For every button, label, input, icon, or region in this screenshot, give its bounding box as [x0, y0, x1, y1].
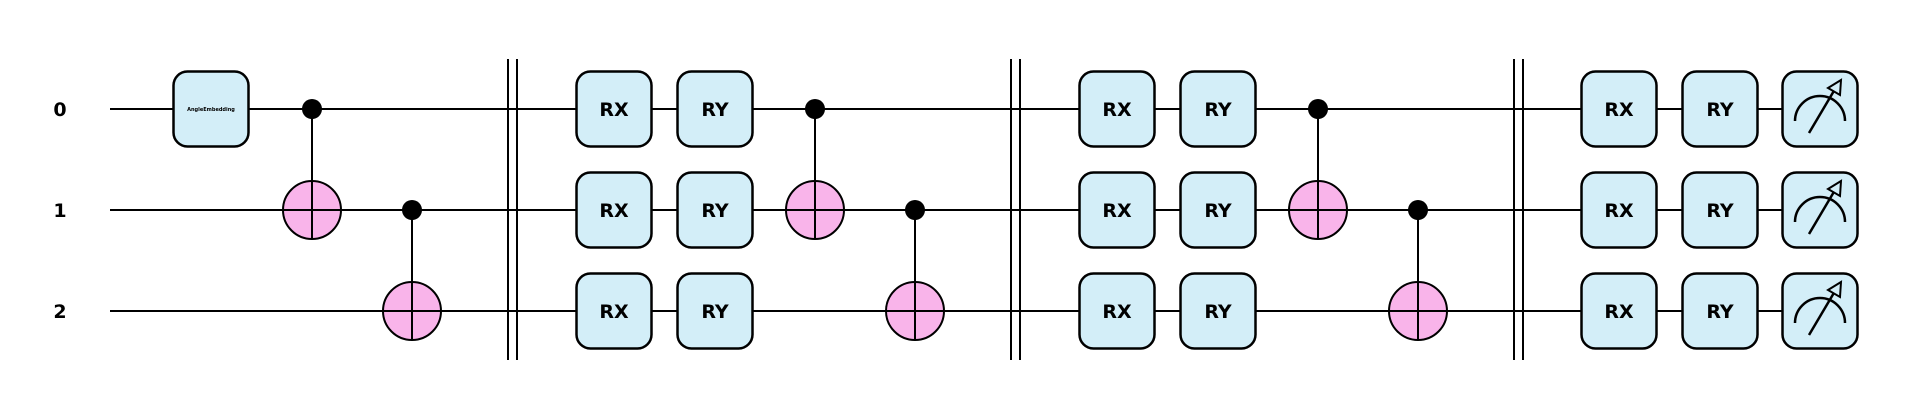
- layer-0-rx-gate-wire-2-box: [575, 272, 653, 350]
- layer-1-rx-gate-wire-0-box: [1078, 70, 1156, 148]
- layer-2-ry-gate-wire-0-box: [1681, 70, 1759, 148]
- layer-2-ry-gate-wire-2: RY: [1681, 272, 1759, 350]
- layer-2-rx-gate-wire-1-label: RX: [1604, 200, 1634, 222]
- layer-2-rx-gate-wire-2: RX: [1580, 272, 1658, 350]
- measure-meter-icon-wire-1: [1781, 171, 1859, 249]
- layer-0-ry-gate-wire-1-label: RY: [701, 200, 729, 222]
- layer-2-rx-gate-wire-0: RX: [1580, 70, 1658, 148]
- layer-1-rx-gate-wire-1-box: [1078, 171, 1156, 249]
- cnot-layer-1-1-target-icon: [1388, 281, 1448, 341]
- layer-1-ry-gate-wire-1: RY: [1179, 171, 1257, 249]
- measure-meter-icon-wire-2: [1781, 272, 1859, 350]
- measure-meter-icon-wire-2-arc: [1793, 296, 1847, 324]
- cnot-initial-0: [282, 99, 342, 240]
- layer-0-ry-gate-wire-0-label: RY: [701, 99, 729, 121]
- measure-meter-icon-wire-0-box: [1781, 70, 1859, 148]
- layer-1-ry-gate-wire-0-label: RY: [1204, 99, 1232, 121]
- cnot-layer-1-1-control-dot: [1408, 200, 1428, 220]
- layer-1-ry-gate-wire-2-label: RY: [1204, 301, 1232, 323]
- layer-0-ry-gate-wire-2-box: [676, 272, 754, 350]
- layer-0-rx-gate-wire-0-label: RX: [599, 99, 629, 121]
- measure-meter-icon-wire-0: [1781, 70, 1859, 148]
- layer-1-ry-gate-wire-2-box: [1179, 272, 1257, 350]
- measure-meter-icon-wire-0-arrowhead: [1826, 78, 1843, 97]
- wire-label-0: 0: [53, 99, 66, 121]
- layer-1-rx-gate-wire-2-box: [1078, 272, 1156, 350]
- layer-0-ry-gate-wire-0: RY: [676, 70, 754, 148]
- layer-1-ry-gate-wire-2: RY: [1179, 272, 1257, 350]
- layer-0-rx-gate-wire-2-label: RX: [599, 301, 629, 323]
- layer-1-rx-gate-wire-0-label: RX: [1102, 99, 1132, 121]
- measure-meter-icon-wire-1-arrowhead: [1826, 179, 1843, 198]
- layer-2-ry-gate-wire-1-label: RY: [1706, 200, 1734, 222]
- angle-embedding-gate: AngleEmbedding: [172, 70, 250, 148]
- layer-2-ry-gate-wire-0: RY: [1681, 70, 1759, 148]
- cnot-initial-0-target-icon: [282, 180, 342, 240]
- cnot-initial-0-control-dot: [302, 99, 322, 119]
- cnot-initial-1: [382, 200, 442, 341]
- layer-2-ry-gate-wire-1-box: [1681, 171, 1759, 249]
- layer-2-rx-gate-wire-2-box: [1580, 272, 1658, 350]
- layer-1-ry-gate-wire-1-label: RY: [1204, 200, 1232, 222]
- wire-label-2: 2: [53, 301, 66, 323]
- layer-2-ry-gate-wire-2-box: [1681, 272, 1759, 350]
- layer-2-ry-gate-wire-0-label: RY: [1706, 99, 1734, 121]
- layer-2-ry-gate-wire-1: RY: [1681, 171, 1759, 249]
- layer-1-rx-gate-wire-2-label: RX: [1102, 301, 1132, 323]
- cnot-layer-0-1: [885, 200, 945, 341]
- layer-0-rx-gate-wire-1: RX: [575, 171, 653, 249]
- layer-0-rx-gate-wire-1-box: [575, 171, 653, 249]
- layer-2-rx-gate-wire-1: RX: [1580, 171, 1658, 249]
- layer-2-rx-gate-wire-1-box: [1580, 171, 1658, 249]
- cnot-layer-0-0-control-dot: [805, 99, 825, 119]
- layer-1-ry-gate-wire-0-box: [1179, 70, 1257, 148]
- angle-embedding-gate-box: [172, 70, 250, 148]
- cnot-layer-1-0-control-dot: [1308, 99, 1328, 119]
- measure-meter-icon-wire-1-arc: [1793, 195, 1847, 223]
- cnot-layer-1-0: [1288, 99, 1348, 240]
- layer-1-ry-gate-wire-0: RY: [1179, 70, 1257, 148]
- layer-1-ry-gate-wire-1-box: [1179, 171, 1257, 249]
- cnot-layer-0-1-target-icon: [885, 281, 945, 341]
- cnot-initial-1-control-dot: [402, 200, 422, 220]
- layer-0-rx-gate-wire-0-box: [575, 70, 653, 148]
- cnot-layer-0-0: [785, 99, 845, 240]
- layer-1-rx-gate-wire-1: RX: [1078, 171, 1156, 249]
- cnot-initial-1-target-icon: [382, 281, 442, 341]
- layer-1-rx-gate-wire-1-label: RX: [1102, 200, 1132, 222]
- layer-0-ry-gate-wire-1: RY: [676, 171, 754, 249]
- layer-2-rx-gate-wire-0-label: RX: [1604, 99, 1634, 121]
- measure-meter-icon-wire-1-box: [1781, 171, 1859, 249]
- measure-meter-icon-wire-2-box: [1781, 272, 1859, 350]
- cnot-layer-1-0-target-icon: [1288, 180, 1348, 240]
- layer-0-rx-gate-wire-1-label: RX: [599, 200, 629, 222]
- layer-0-ry-gate-wire-1-box: [676, 171, 754, 249]
- layer-0-ry-gate-wire-2: RY: [676, 272, 754, 350]
- wire-label-1: 1: [53, 200, 66, 222]
- layer-1-rx-gate-wire-0: RX: [1078, 70, 1156, 148]
- layer-2-ry-gate-wire-2-label: RY: [1706, 301, 1734, 323]
- layer-1-rx-gate-wire-2: RX: [1078, 272, 1156, 350]
- layer-0-rx-gate-wire-2: RX: [575, 272, 653, 350]
- layer-2-rx-gate-wire-0-box: [1580, 70, 1658, 148]
- layer-0-rx-gate-wire-0: RX: [575, 70, 653, 148]
- cnot-layer-0-0-target-icon: [785, 180, 845, 240]
- layer-0-ry-gate-wire-2-label: RY: [701, 301, 729, 323]
- cnot-layer-0-1-control-dot: [905, 200, 925, 220]
- layer-2-rx-gate-wire-2-label: RX: [1604, 301, 1634, 323]
- measure-meter-icon-wire-0-arc: [1793, 94, 1847, 122]
- cnot-layer-1-1: [1388, 200, 1448, 341]
- measure-meter-icon-wire-2-arrowhead: [1826, 280, 1843, 299]
- layer-0-ry-gate-wire-0-box: [676, 70, 754, 148]
- angle-embedding-gate-label: AngleEmbedding: [187, 107, 235, 113]
